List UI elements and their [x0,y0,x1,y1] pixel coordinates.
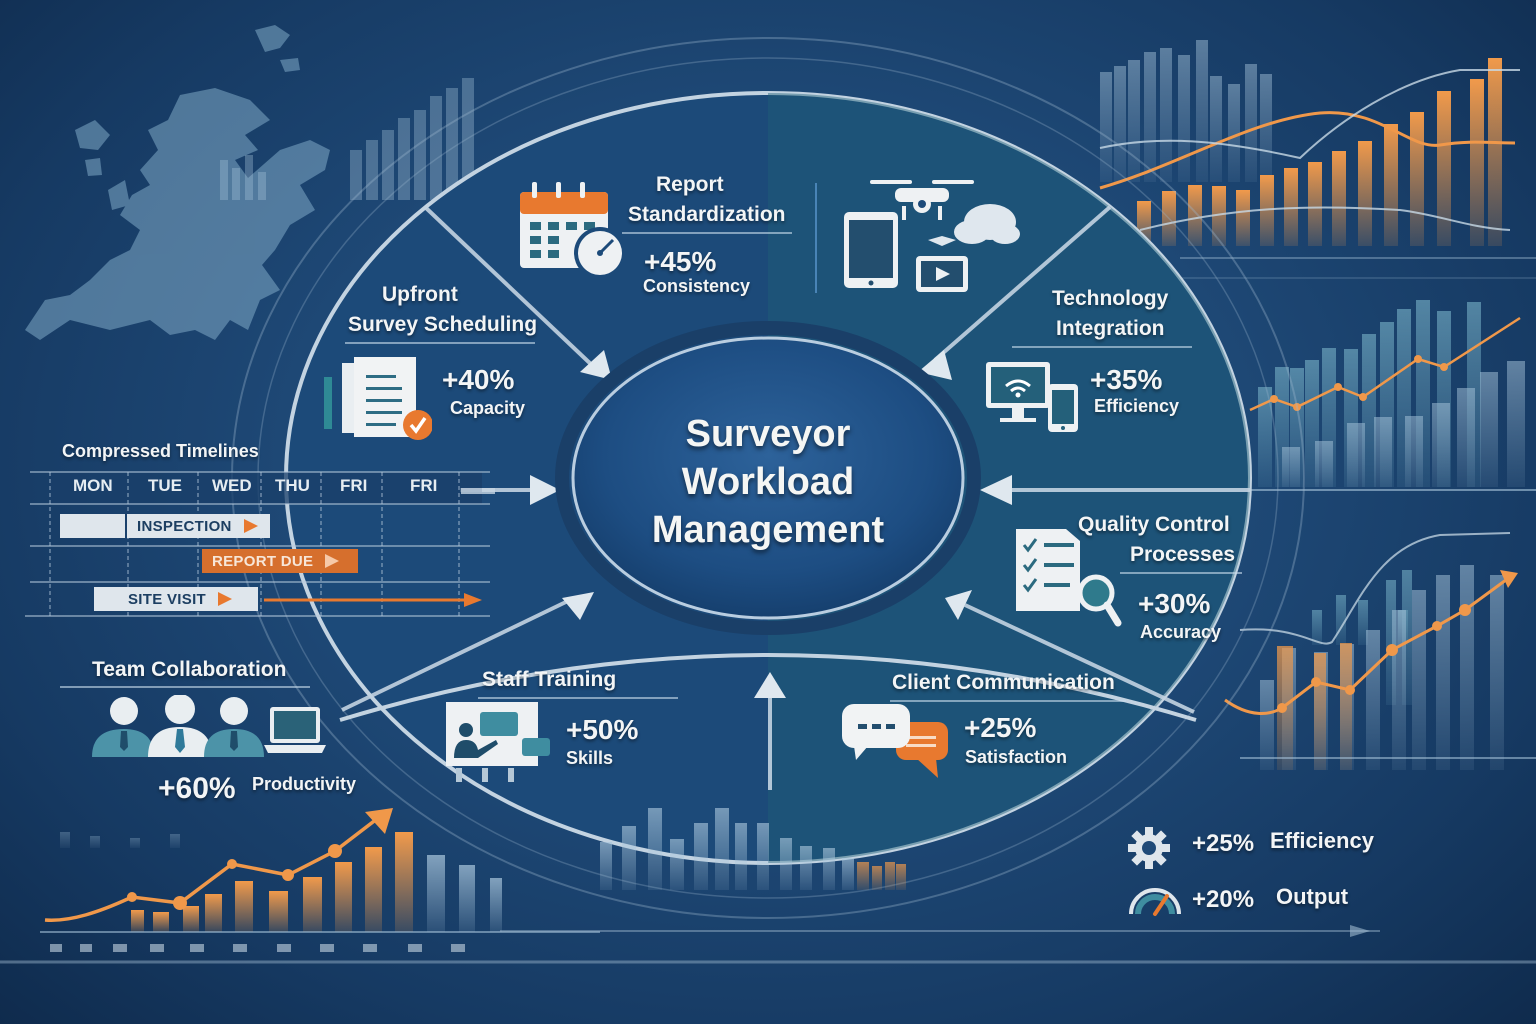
segment-title: Staff Training [482,668,617,691]
center-title-line3: Management [651,509,885,551]
chat-bubbles-icon [842,704,948,778]
segment-metric: Skills [566,748,614,768]
center-bottom-bars [600,808,854,890]
segment-title-2: Integration [1056,317,1165,340]
monitor-phone-wifi-icon [986,362,1078,432]
timeline-bar-site-visit: SITE VISIT [94,587,258,611]
segment-title-2: Survey Scheduling [348,313,538,336]
segment-title: Upfront [382,283,458,306]
timeline-day: WED [212,476,252,495]
cloud-icon [954,204,1020,244]
play-arrow-icon [243,519,258,533]
segment-title: Technology [1052,287,1169,310]
center-title: Surveyor Workload Management [600,410,936,554]
segment-value: +40% [442,364,515,395]
video-player-icon [916,256,968,292]
segment-value: +45% [644,246,717,277]
timeline-bar-inspection: INSPECTION [127,514,270,538]
segment-value: +25% [964,712,1037,743]
right-middle-chart [1240,300,1536,491]
segment-value: +60% [158,772,236,805]
segment-metric: Productivity [252,774,357,794]
center-title-line2: Workload [681,461,855,503]
calendar-clock-icon [520,182,626,279]
segment-title: Quality Control [1078,513,1230,536]
play-arrow-icon [325,554,340,568]
timeline-day: THU [275,476,310,495]
segment-value: +50% [566,714,639,745]
timeline-day: FRI [340,476,368,495]
top-right-chart [1099,40,1536,279]
timeline-day: TUE [148,476,182,495]
bottom-left-chart [40,808,600,952]
segment-value: +30% [1138,588,1211,619]
gear-icon [1128,827,1170,869]
drone-icon [870,180,974,220]
segment-metric: Capacity [450,398,526,418]
segment-value: +35% [1090,364,1163,395]
timeline-day: MON [73,476,113,495]
segment-metric: Consistency [643,276,751,296]
segment-metric: Efficiency [1094,396,1180,416]
timeline-title: Compressed Timelines [62,441,259,461]
timeline-extend-arrow-icon [264,593,482,607]
segment-metric: Satisfaction [965,747,1068,767]
team-laptop-icon [92,695,326,757]
timeline-bar-lead [60,514,125,538]
speedometer-icon [1129,888,1181,916]
segment-title-2: Standardization [628,203,786,226]
map-silhouette [25,25,330,340]
right-lower-chart [1224,532,1536,770]
center-title-line1: Surveyor [685,413,851,455]
checklist-magnifier-icon [1016,529,1122,627]
timeline-day: FRI [410,476,438,495]
summary-metric: Output [1276,884,1349,909]
summary-value: +25% [1192,830,1255,857]
segment-metric: Accuracy [1140,622,1222,642]
timeline-bar-report-due: REPORT DUE [202,549,358,573]
summary-metric: Efficiency [1270,828,1374,853]
segment-title: Team Collaboration [92,658,287,681]
presentation-icon [446,702,550,782]
segment-title: Client Communication [892,671,1115,694]
checklist-document-icon [324,357,432,440]
segment-title: Report [656,173,724,196]
segment-title-2: Processes [1130,543,1236,566]
summary-value: +20% [1192,886,1255,913]
play-arrow-icon [218,592,233,606]
left-bg-bars [220,78,474,200]
tablet-icon [844,212,898,288]
